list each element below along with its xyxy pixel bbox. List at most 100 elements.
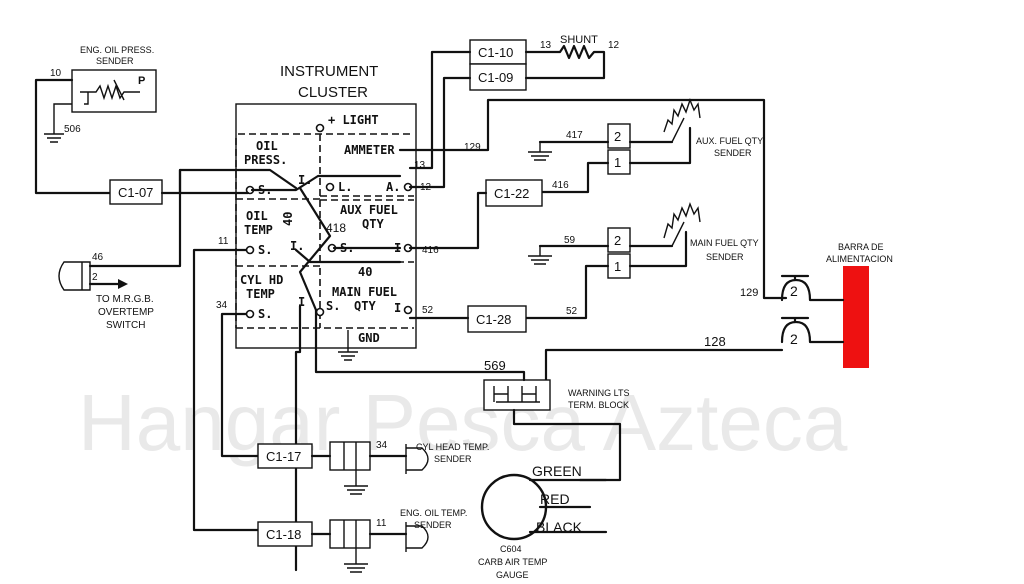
warning-term-block: WARNING LTS TERM. BLOCK 569 [314, 308, 630, 482]
wire-2: 2 [92, 272, 98, 283]
wire-569: 569 [484, 358, 506, 373]
oil-press-label2: PRESS. [244, 153, 287, 167]
cyl-hd-s: S. [258, 307, 272, 321]
main-fuel-i-terminal [403, 305, 413, 315]
oil-temp-s-terminal [245, 245, 255, 255]
connector-c1-17 [257, 443, 313, 469]
wire-46-line [88, 168, 182, 268]
aux-plug-pin1-label: 1 [614, 155, 621, 170]
aux-sender-label1: AUX. FUEL QTY [696, 136, 763, 146]
gauge-label2: CARB AIR TEMP [478, 557, 547, 567]
gauge-label1: C604 [500, 544, 522, 554]
wire-11-line [192, 248, 260, 532]
wire-shunt-cluster [408, 50, 472, 189]
wire-418: 418 [326, 221, 346, 235]
warning-block-label1: WARNING LTS [568, 388, 630, 398]
wire-416-line [408, 191, 488, 250]
wire-40-horizontal: 40 [358, 265, 372, 279]
wire-129-line [398, 98, 788, 300]
carb-air-temp-gauge: GREEN RED BLACK C604 CARB AIR TEMP GAUGE [478, 463, 608, 580]
wire-13-cluster: 13 [414, 160, 426, 171]
wire-13-top: 13 [540, 40, 552, 51]
wire-12-top: 12 [608, 40, 620, 51]
connector-c1-07 [109, 179, 163, 205]
cyl-head-plug-divider [343, 442, 357, 470]
oil-temp-sender: C1-18 11 ENG. OIL TEMP. SENDER [257, 508, 467, 573]
main-fuel-s: S. [326, 299, 340, 313]
wire-10: 10 [50, 68, 62, 79]
wire-2-arrow [118, 279, 128, 289]
gauge-green: GREEN [532, 463, 582, 479]
wire-416-right: 416 [552, 180, 569, 191]
ammeter-label: AMMETER [344, 143, 395, 157]
cyl-hd-i: I [298, 295, 305, 309]
mrgb-label1: TO M.R.G.B. [96, 294, 154, 305]
wire-34-line [220, 312, 260, 458]
ammeter-a: A. [386, 180, 400, 194]
wire-11-sender: 11 [376, 518, 387, 529]
shunt-label: SHUNT [560, 34, 598, 46]
aux-ground [528, 142, 552, 161]
instrument-cluster: INSTRUMENT CLUSTER + LIGHT OIL PRESS. S.… [235, 63, 417, 361]
wire-129-cluster: 129 [464, 142, 481, 153]
wire-52-cluster: 52 [422, 305, 434, 316]
mrgb-connector [58, 261, 91, 291]
oil-press-sender-box [71, 69, 157, 113]
wire-569-line [314, 308, 526, 382]
oil-press-sender-ground [44, 103, 72, 143]
oil-press-label1: OIL [256, 139, 278, 153]
oil-temp-probe [405, 522, 429, 552]
main-plug-pin2-label: 2 [614, 233, 621, 248]
connector-c1-28-label: C1-28 [476, 312, 511, 327]
main-fuel-label2: QTY [354, 299, 376, 313]
oil-press-sender: ENG. OIL PRESS. SENDER P 10 506 [34, 45, 157, 195]
aux-sender-label2: SENDER [714, 148, 752, 158]
aux-sender-zigzag [663, 97, 701, 133]
cluster-title-line2: CLUSTER [298, 84, 368, 101]
internal-bus [294, 186, 402, 312]
bus-connector-lower-pin: 2 [790, 331, 798, 347]
gauge-black: BLACK [536, 519, 583, 535]
cyl-sender-label1: CYL HEAD TEMP. [416, 442, 489, 452]
shunt-resistor [524, 44, 606, 80]
connector-c1-09-label: C1-09 [478, 70, 513, 85]
mrgb-label2: OVERTEMP [98, 307, 154, 318]
light-label: + LIGHT [328, 113, 379, 127]
wire-12-cluster: 12 [420, 182, 432, 193]
warning-block-label2: TERM. BLOCK [568, 400, 629, 410]
oil-temp-ground [344, 548, 368, 573]
oil-temp-s: S. [258, 243, 272, 257]
internal-oil-press [250, 174, 402, 192]
oil-temp-plug [329, 519, 371, 549]
main-fuel-s-terminal [315, 307, 325, 317]
bus-bar-label2: ALIMENTACION [826, 254, 893, 264]
bus-connector-upper-pin: 2 [790, 283, 798, 299]
main-plug-pin1-label: 1 [614, 259, 621, 274]
oil-temp-label1: OIL [246, 209, 268, 223]
bus-connector-upper [780, 274, 845, 302]
ammeter-l-terminal [325, 182, 335, 192]
main-sender-zigzag [663, 201, 701, 239]
main-fuel-i: I [394, 301, 401, 315]
main-fuel-sender: 2 1 59 MAIN FUEL QTY SENDER [524, 201, 759, 320]
oil-press-i: I. [298, 173, 312, 187]
aux-fuel-sender: 2 1 417 416 AUX. FUEL QTY SENDER [528, 97, 763, 194]
wire-46: 46 [92, 252, 104, 263]
connector-c1-07-label: C1-07 [118, 185, 153, 200]
gauge-label3: GAUGE [496, 570, 529, 580]
aux-sender-wiper [671, 117, 685, 143]
oil-temp-sender-label2: SENDER [414, 520, 452, 530]
main-ground [528, 246, 552, 265]
gauge-wires [528, 478, 608, 534]
main-sender-wires [524, 230, 688, 320]
cluster-ground-symbol [338, 330, 358, 361]
wire-129-bus: 129 [740, 287, 758, 299]
oil-press-sender-p: P [138, 75, 145, 87]
bus-bar [843, 266, 869, 368]
connector-c1-17-label: C1-17 [266, 449, 301, 464]
cyl-sender-label2: SENDER [434, 454, 472, 464]
mrgb-switch: 46 2 TO M.R.G.B. OVERTEMP SWITCH [58, 168, 182, 331]
main-sender-label1: MAIN FUEL QTY [690, 238, 759, 248]
oil-temp-sender-label1: ENG. OIL TEMP. [400, 508, 467, 518]
